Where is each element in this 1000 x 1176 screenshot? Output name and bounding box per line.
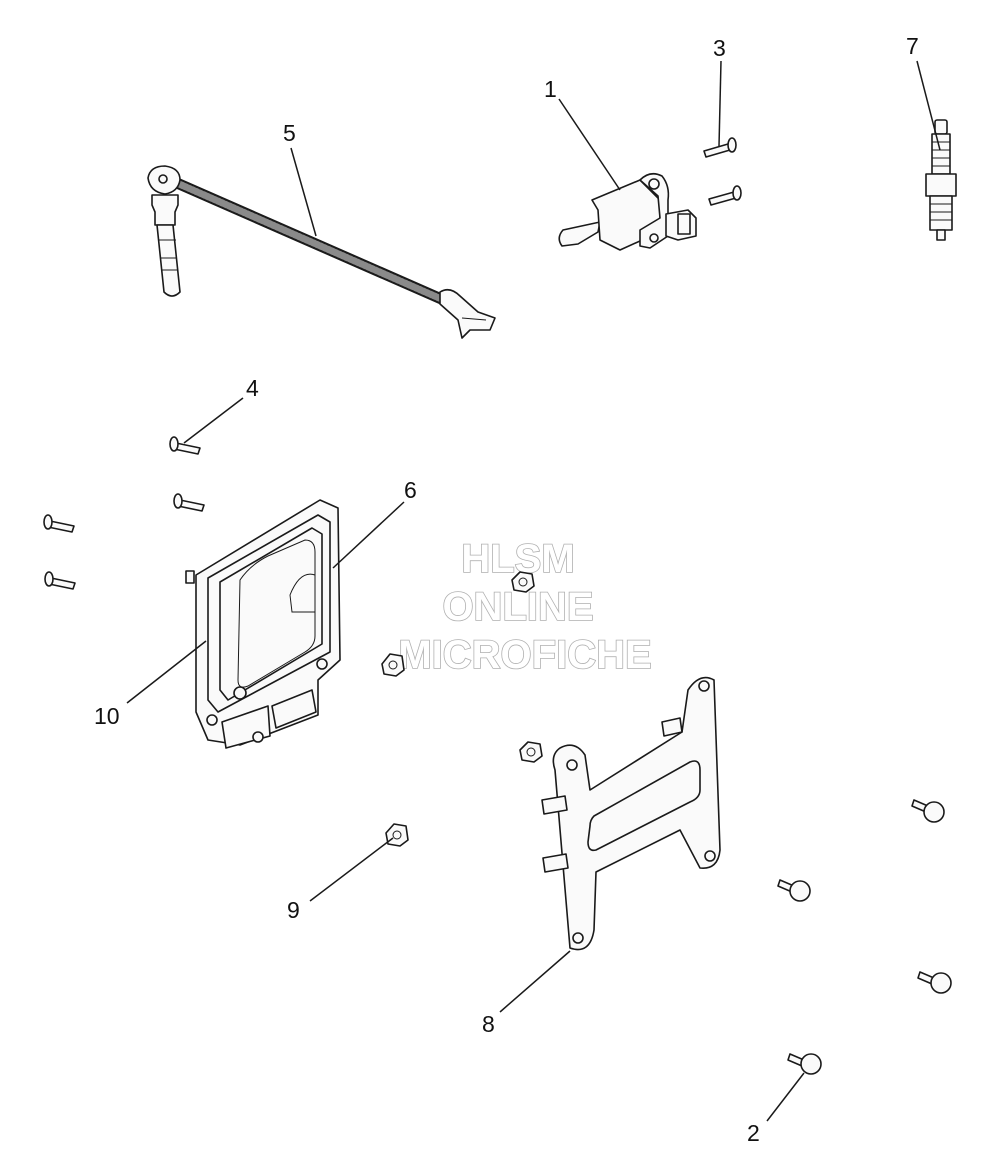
callout-7: 7: [906, 33, 919, 59]
mounting-bracket: [541, 676, 721, 951]
callout-5: 5: [283, 120, 296, 146]
watermark-line3: MICROFICHE: [398, 633, 651, 677]
callout-6: 6: [404, 477, 417, 503]
coil-bolts: [703, 137, 742, 206]
callout-8: 8: [482, 1011, 495, 1037]
watermark: HLSM ONLINE MICROFICHE: [398, 536, 653, 678]
ecm-bolts: [43, 436, 205, 590]
callout-2: 2: [747, 1120, 760, 1146]
ecm-module: [185, 499, 341, 749]
watermark-line1: HLSM: [461, 537, 574, 581]
callout-10: 10: [94, 703, 120, 729]
watermark-line2: ONLINE: [442, 585, 593, 629]
mounting-screws: [777, 799, 952, 1075]
ignition-coil: [558, 172, 697, 251]
callout-3: 3: [713, 35, 726, 61]
callout-4: 4: [246, 375, 259, 401]
callout-labels: 1 2 3 4 5 6 7 8 9 10: [94, 33, 919, 1146]
spark-plug: [925, 119, 957, 241]
leader-lines: [126, 60, 941, 1122]
callout-1: 1: [544, 76, 557, 102]
nuts: [381, 571, 543, 847]
spark-plug-wire: [147, 165, 496, 339]
callout-9: 9: [287, 897, 300, 923]
